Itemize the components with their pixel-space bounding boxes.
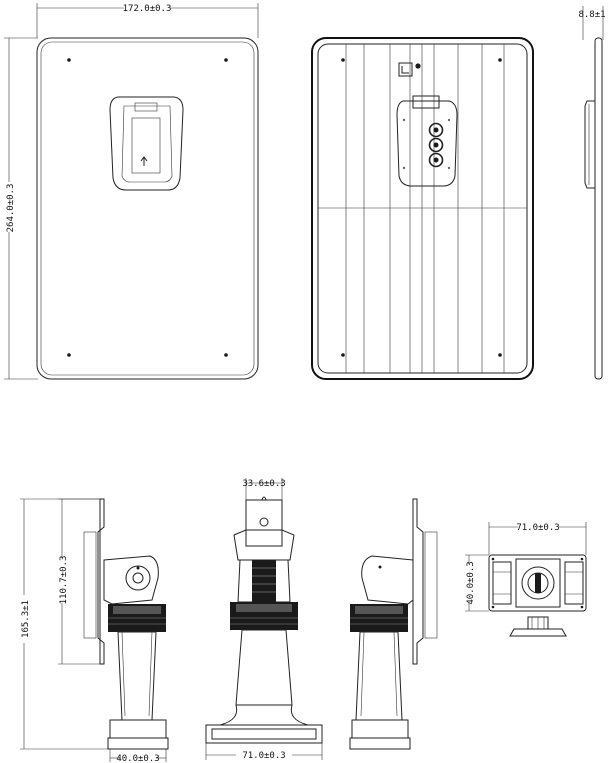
bracket-base-width-dimension: 71.0±0.3: [242, 751, 285, 761]
mounting-plate-view: 71.0±0.3 40.0±0.3: [465, 522, 587, 637]
front-height-dimension: 264.0±0.3: [6, 184, 16, 233]
front-width-dimension: 172.0±0.3: [123, 4, 172, 14]
side-view: 8.8±1: [578, 6, 606, 380]
bracket-front-view: 33.6±0.3 71.0±0.3: [205, 478, 323, 761]
back-view: [311, 37, 534, 380]
bracket-side-view-left: 165.3±1 110.7±0.3 40.0±0.3: [20, 498, 169, 763]
bracket-arm-dimension: 110.7±0.3: [59, 556, 69, 605]
plate-height-dimension: 40.0±0.3: [466, 561, 476, 604]
bracket-side-view-right: [349, 498, 438, 750]
plate-width-dimension: 71.0±0.3: [516, 523, 559, 533]
bracket-height-dimension: 165.3±1: [21, 600, 31, 638]
front-view: 172.0±0.3 264.0±0.3: [4, 3, 259, 380]
side-thickness-dimension: 8.8±1: [578, 10, 605, 20]
bracket-base-depth-dimension: 40.0±0.3: [116, 754, 159, 763]
bracket-top-width-dimension: 33.6±0.3: [242, 479, 285, 489]
